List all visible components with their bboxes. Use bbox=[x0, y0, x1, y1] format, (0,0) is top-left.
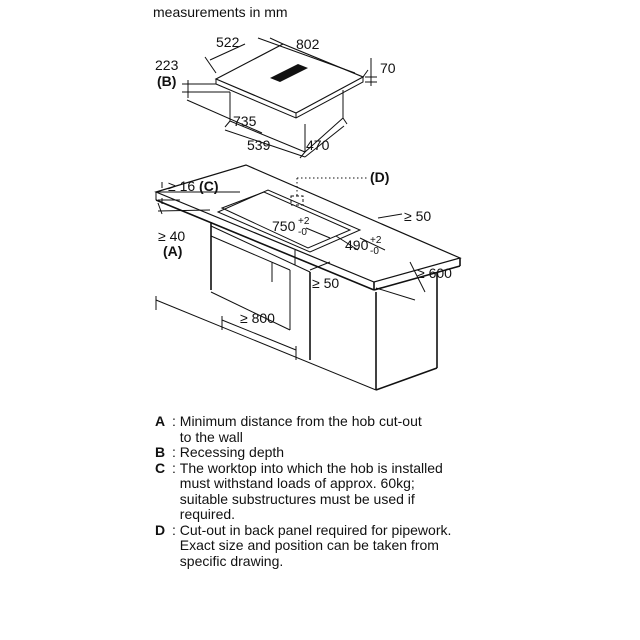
appliance-dimensions bbox=[182, 37, 377, 159]
cutout-width-tol-minus: -0 bbox=[298, 227, 307, 238]
legend-item-a: A: Minimum distance from the hob cut-out… bbox=[155, 413, 422, 445]
base-depth-front-label: 539 bbox=[247, 137, 271, 153]
legend-item-c: C: The worktop into which the hob is ins… bbox=[155, 459, 443, 522]
legend-text: Minimum distance from the hob cut-out to… bbox=[179, 413, 422, 445]
legend-key: B bbox=[155, 444, 166, 460]
worktop-dimensions bbox=[157, 182, 426, 360]
legend-text: Recessing depth bbox=[179, 444, 285, 460]
hob-width-label: 522 bbox=[216, 34, 240, 50]
base-depth-side-label: 470 bbox=[306, 137, 330, 153]
cutout-depth-tol-minus: -0 bbox=[370, 246, 379, 257]
wall-distance-key: (A) bbox=[163, 243, 182, 259]
recess-depth-key: (B) bbox=[157, 73, 176, 89]
back-panel-cutout-key: (D) bbox=[370, 169, 389, 185]
legend-key: C bbox=[155, 459, 166, 476]
worktop-depth-label: ≥ 600 bbox=[417, 265, 452, 281]
units-caption: measurements in mm bbox=[153, 4, 288, 20]
cutout-depth-tol-plus: +2 bbox=[370, 235, 382, 246]
legend: A: Minimum distance from the hob cut-out… bbox=[155, 413, 485, 569]
cabinet-width-label: ≥ 800 bbox=[240, 310, 275, 326]
base-width-label: 735 bbox=[233, 113, 257, 129]
hob-depth-label: 802 bbox=[296, 36, 320, 52]
cutout-depth-label: 490 bbox=[345, 237, 369, 253]
legend-text: Cut-out in back panel required for pipew… bbox=[179, 521, 452, 569]
downdraft-vent bbox=[270, 64, 308, 82]
legend-item-b: B: Recessing depth bbox=[155, 444, 285, 460]
side-distance-label: ≥ 50 bbox=[404, 208, 431, 224]
wall-distance-label: ≥ 40 bbox=[158, 228, 185, 244]
legend-key: A bbox=[155, 413, 166, 429]
installation-diagram: measurements in mm 522 802 70 223 (B) 73… bbox=[153, 4, 462, 391]
legend-text: The worktop into which the hob is instal… bbox=[179, 459, 443, 522]
hob-height-label: 70 bbox=[380, 60, 396, 76]
legend-item-d: D: Cut-out in back panel required for pi… bbox=[155, 521, 452, 569]
hob-appliance bbox=[214, 43, 365, 153]
cutout-width-label: 750 bbox=[272, 218, 296, 234]
recess-depth-label: 223 bbox=[155, 57, 179, 73]
front-distance-label: ≥ 50 bbox=[312, 275, 339, 291]
cutout-width-tol-plus: +2 bbox=[298, 216, 310, 227]
worktop-thickness-label: ≥ 16 (C) bbox=[168, 178, 218, 194]
worktop-cabinet bbox=[154, 164, 462, 391]
legend-key: D bbox=[155, 521, 166, 538]
